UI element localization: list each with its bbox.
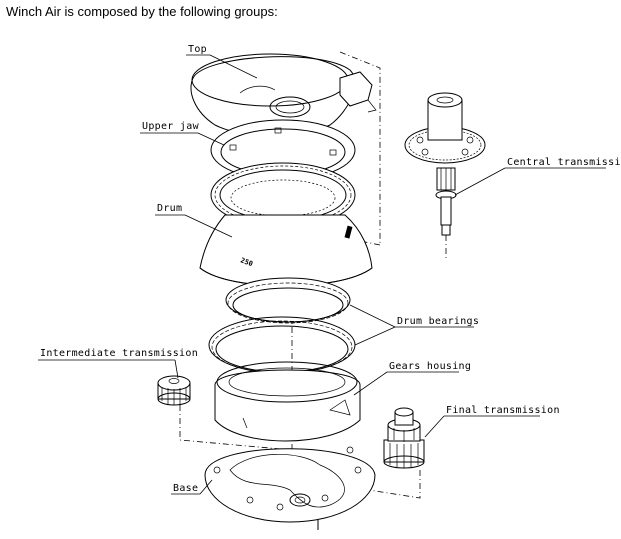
label-drum-bearings: Drum bearings <box>349 304 479 346</box>
part-gears-housing <box>214 361 361 442</box>
part-drum: 250 <box>199 214 373 287</box>
part-top <box>190 53 377 137</box>
label-drum-text: Drum <box>157 203 182 214</box>
label-final-transmission: Final transmission <box>424 405 560 438</box>
label-gears-housing-text: Gears housing <box>389 361 471 372</box>
part-intermediate-transmission <box>157 375 191 406</box>
part-base <box>204 446 376 530</box>
label-upper-jaw-text: Upper jaw <box>142 121 200 132</box>
label-top-text: Top <box>188 44 207 55</box>
part-final-transmission <box>383 407 425 469</box>
label-final-transmission-text: Final transmission <box>446 405 560 416</box>
label-central-transmission: Central transmission <box>454 157 621 196</box>
page-heading: Winch Air is composed by the following g… <box>6 4 278 19</box>
label-drum: Drum <box>155 203 233 238</box>
label-drum-bearings-text: Drum bearings <box>397 316 479 327</box>
label-intermediate-transmission-text: Intermediate transmission <box>40 348 198 359</box>
part-ring-gear <box>210 162 356 228</box>
label-base-text: Base <box>173 483 198 494</box>
label-upper-jaw: Upper jaw <box>140 121 225 146</box>
assembly-axis-lines <box>179 51 447 520</box>
label-intermediate-transmission: Intermediate transmission <box>38 348 198 379</box>
drum-marking: 250 <box>239 256 254 268</box>
label-base: Base <box>171 479 213 495</box>
part-central-transmission <box>404 92 486 236</box>
label-top: Top <box>186 44 258 79</box>
part-drum-bearings <box>208 277 356 374</box>
label-gears-housing: Gears housing <box>353 361 471 396</box>
label-central-transmission-text: Central transmission <box>507 157 621 168</box>
